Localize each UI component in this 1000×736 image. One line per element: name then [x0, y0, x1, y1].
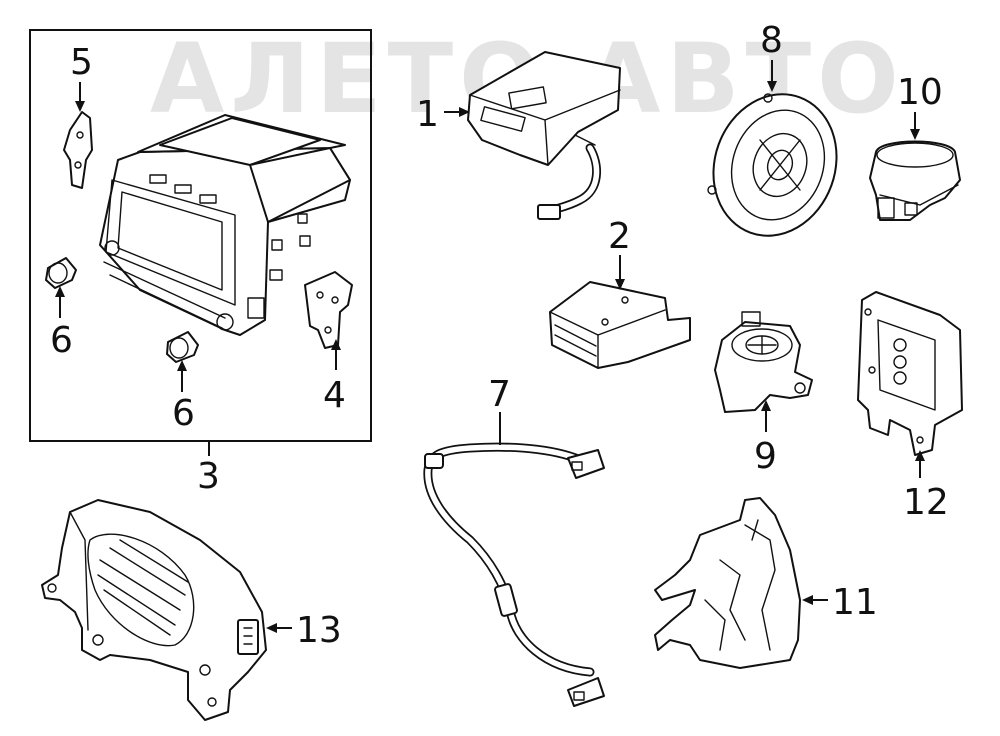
callout-11-label: 11 [832, 582, 878, 623]
assembly-3-group-box [29, 29, 372, 442]
callout-7-label: 7 [488, 374, 511, 415]
callout-10-label: 10 [897, 72, 943, 113]
callout-6b-arrow [177, 360, 187, 371]
callout-12-label: 12 [903, 482, 949, 523]
amplifier-module-part [549, 281, 691, 369]
callout-8-label: 8 [760, 20, 783, 61]
head-unit-part [99, 114, 351, 336]
callout-9-label: 9 [754, 436, 777, 477]
control-module-part [467, 51, 621, 220]
callout-13-label: 13 [296, 610, 342, 651]
enclosure-speaker-part [41, 499, 267, 721]
callout-4-label: 4 [323, 375, 346, 416]
right-bracket-part [304, 271, 353, 349]
callout-13-arrow [266, 623, 277, 633]
callout-9-arrow [761, 400, 771, 411]
door-speaker-part [707, 93, 838, 237]
callout-6a-label: 6 [50, 320, 73, 361]
callout-6a-arrow [55, 286, 65, 297]
callout-11-arrow [802, 595, 813, 605]
callout-6b-label: 6 [172, 393, 195, 434]
knob-part-right [166, 331, 199, 363]
callout-3-label: 3 [197, 456, 220, 497]
callout-1-arrow [459, 107, 470, 117]
left-bracket-part [63, 111, 93, 189]
callout-8-arrow [767, 81, 777, 92]
callout-12-arrow [915, 450, 925, 461]
tweeter-part [869, 140, 961, 221]
callout-2-arrow [615, 279, 625, 290]
callout-10-arrow [910, 129, 920, 140]
speaker-cover-part [654, 497, 801, 669]
small-speaker-part [714, 311, 813, 413]
callout-5-label: 5 [70, 42, 93, 83]
wiring-harness-part [423, 442, 605, 707]
knob-part-left [45, 257, 77, 289]
callout-4-arrow [331, 339, 341, 350]
callout-5-arrow [75, 101, 85, 112]
mounting-plate-part [857, 291, 963, 456]
callout-1-label: 1 [416, 94, 439, 135]
callout-2-label: 2 [608, 216, 631, 257]
